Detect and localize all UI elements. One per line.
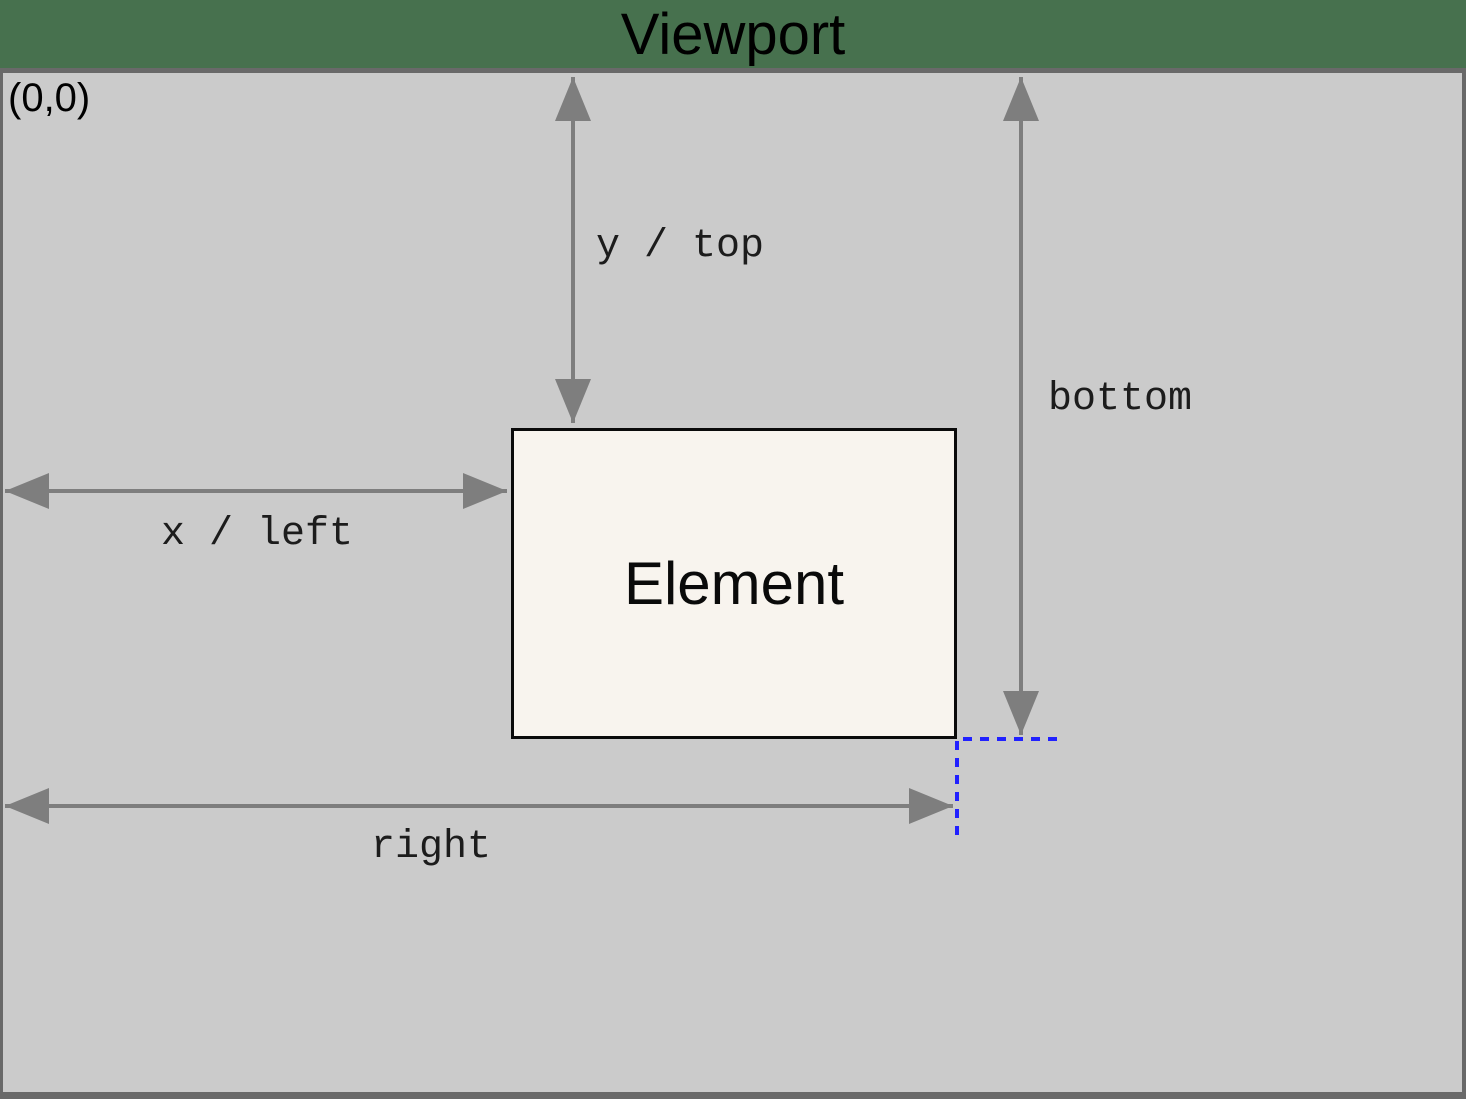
label-right: right — [370, 825, 492, 870]
label-x-left: x / left — [160, 512, 354, 557]
element-label: Element — [623, 550, 845, 617]
origin-coordinate-label: (0,0) — [8, 76, 91, 120]
label-y-top: y / top — [595, 224, 765, 269]
diagram-title: Viewport — [620, 2, 846, 67]
label-bottom: bottom — [1047, 377, 1193, 422]
element-box: Element — [511, 428, 957, 739]
